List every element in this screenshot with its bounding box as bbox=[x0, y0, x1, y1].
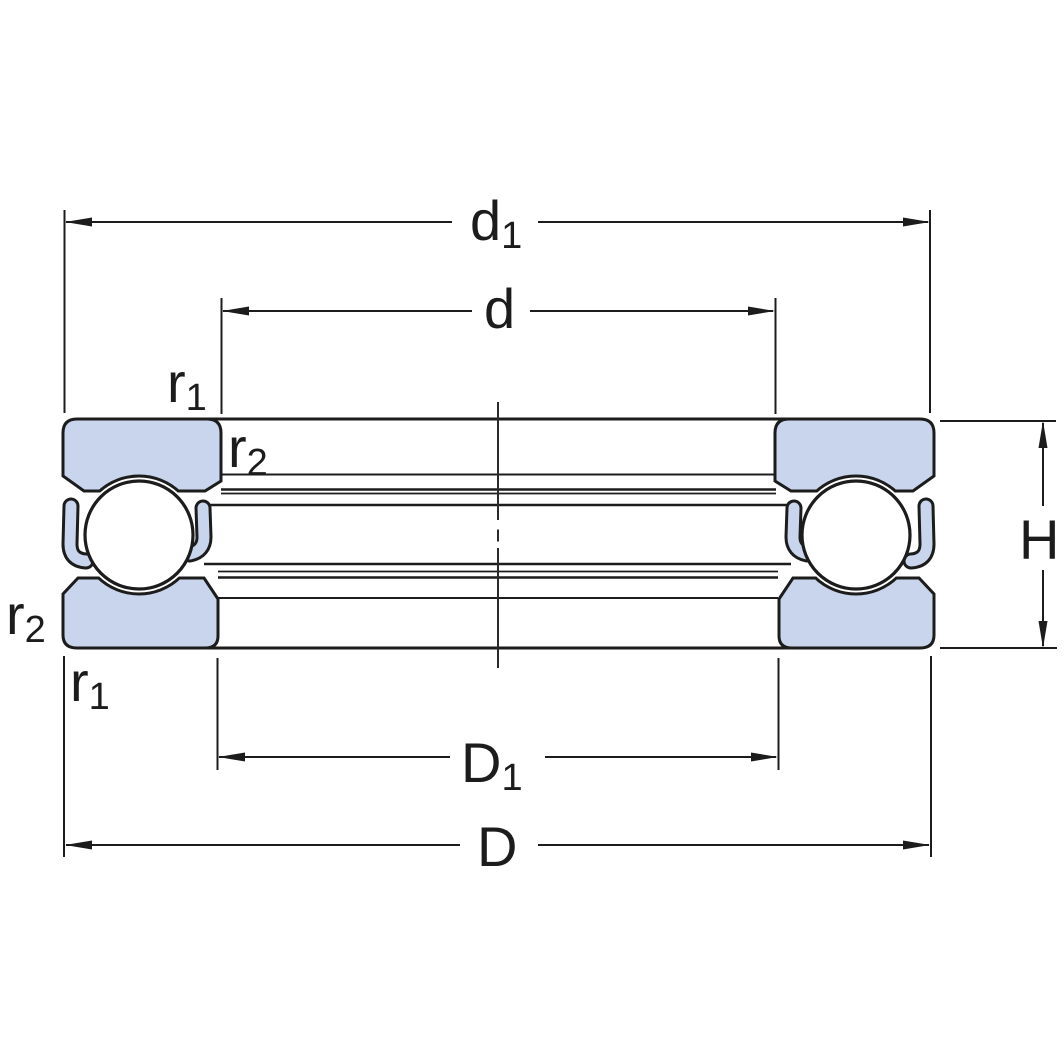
label-r2-left: r2 bbox=[6, 583, 46, 651]
housing-washer-section-left bbox=[61, 576, 220, 650]
arrowhead-D1-right bbox=[751, 752, 778, 762]
label-d: d bbox=[484, 277, 515, 340]
washer-sections bbox=[61, 417, 936, 650]
ball-left bbox=[83, 479, 195, 591]
label-d1: d1 bbox=[470, 189, 522, 257]
arrowhead-d-left bbox=[222, 306, 249, 316]
arrowhead-d-right bbox=[748, 306, 775, 316]
dimension-lines bbox=[65, 217, 1048, 850]
arrowhead-H-top bbox=[1038, 421, 1048, 448]
arrowhead-D-left bbox=[65, 840, 92, 850]
dimension-labels: d1 d r1 r2 r2 r1 H D1 D bbox=[6, 189, 1059, 878]
shaft-washer-section-right bbox=[773, 417, 936, 493]
arrowhead-D-right bbox=[903, 840, 930, 850]
arrowhead-d1-right bbox=[903, 217, 930, 227]
label-r1-bottom: r1 bbox=[70, 650, 110, 718]
label-H: H bbox=[1019, 508, 1059, 571]
label-r2-top: r2 bbox=[228, 416, 268, 484]
arrowhead-D1-left bbox=[218, 752, 245, 762]
cage-hook-left-inner-fill bbox=[184, 502, 210, 560]
label-D1: D1 bbox=[461, 731, 523, 799]
label-r1-top: r1 bbox=[167, 351, 207, 419]
cage-hook-left-outer-fill bbox=[64, 500, 92, 567]
extension-lines bbox=[63, 210, 1057, 857]
label-D: D bbox=[477, 815, 517, 878]
housing-washer-section-right bbox=[777, 576, 936, 650]
arrowhead-d1-left bbox=[65, 217, 92, 227]
cage-hook-right-outer-fill bbox=[905, 500, 933, 567]
ball-right bbox=[800, 479, 912, 591]
arrowhead-H-bottom bbox=[1038, 621, 1048, 648]
